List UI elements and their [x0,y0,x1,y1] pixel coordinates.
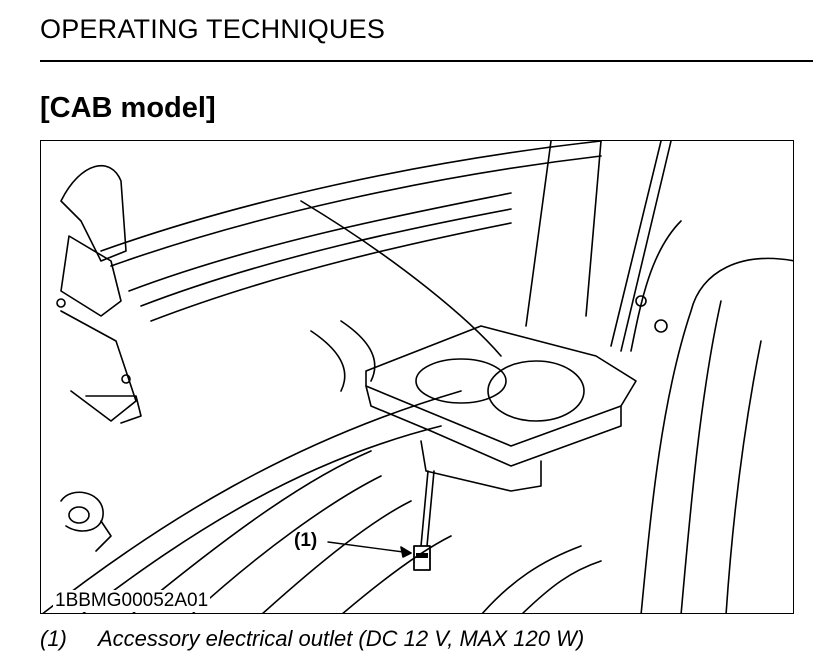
line-drawing-illustration [42,141,793,613]
caption-number: (1) [40,626,67,651]
figure-cab-outlet: (1) 1BBMG00052A01 [40,140,794,614]
caption-text: Accessory electrical outlet (DC 12 V, MA… [98,626,585,651]
callout-label: (1) [294,530,318,551]
figure-code: 1BBMG00052A01 [53,590,211,612]
page-header-title: OPERATING TECHNIQUES [40,14,386,44]
figure-caption: (1) Accessory electrical outlet (DC 12 V,… [40,626,584,652]
section-title: [CAB model] [40,92,216,124]
header-divider [40,60,813,62]
